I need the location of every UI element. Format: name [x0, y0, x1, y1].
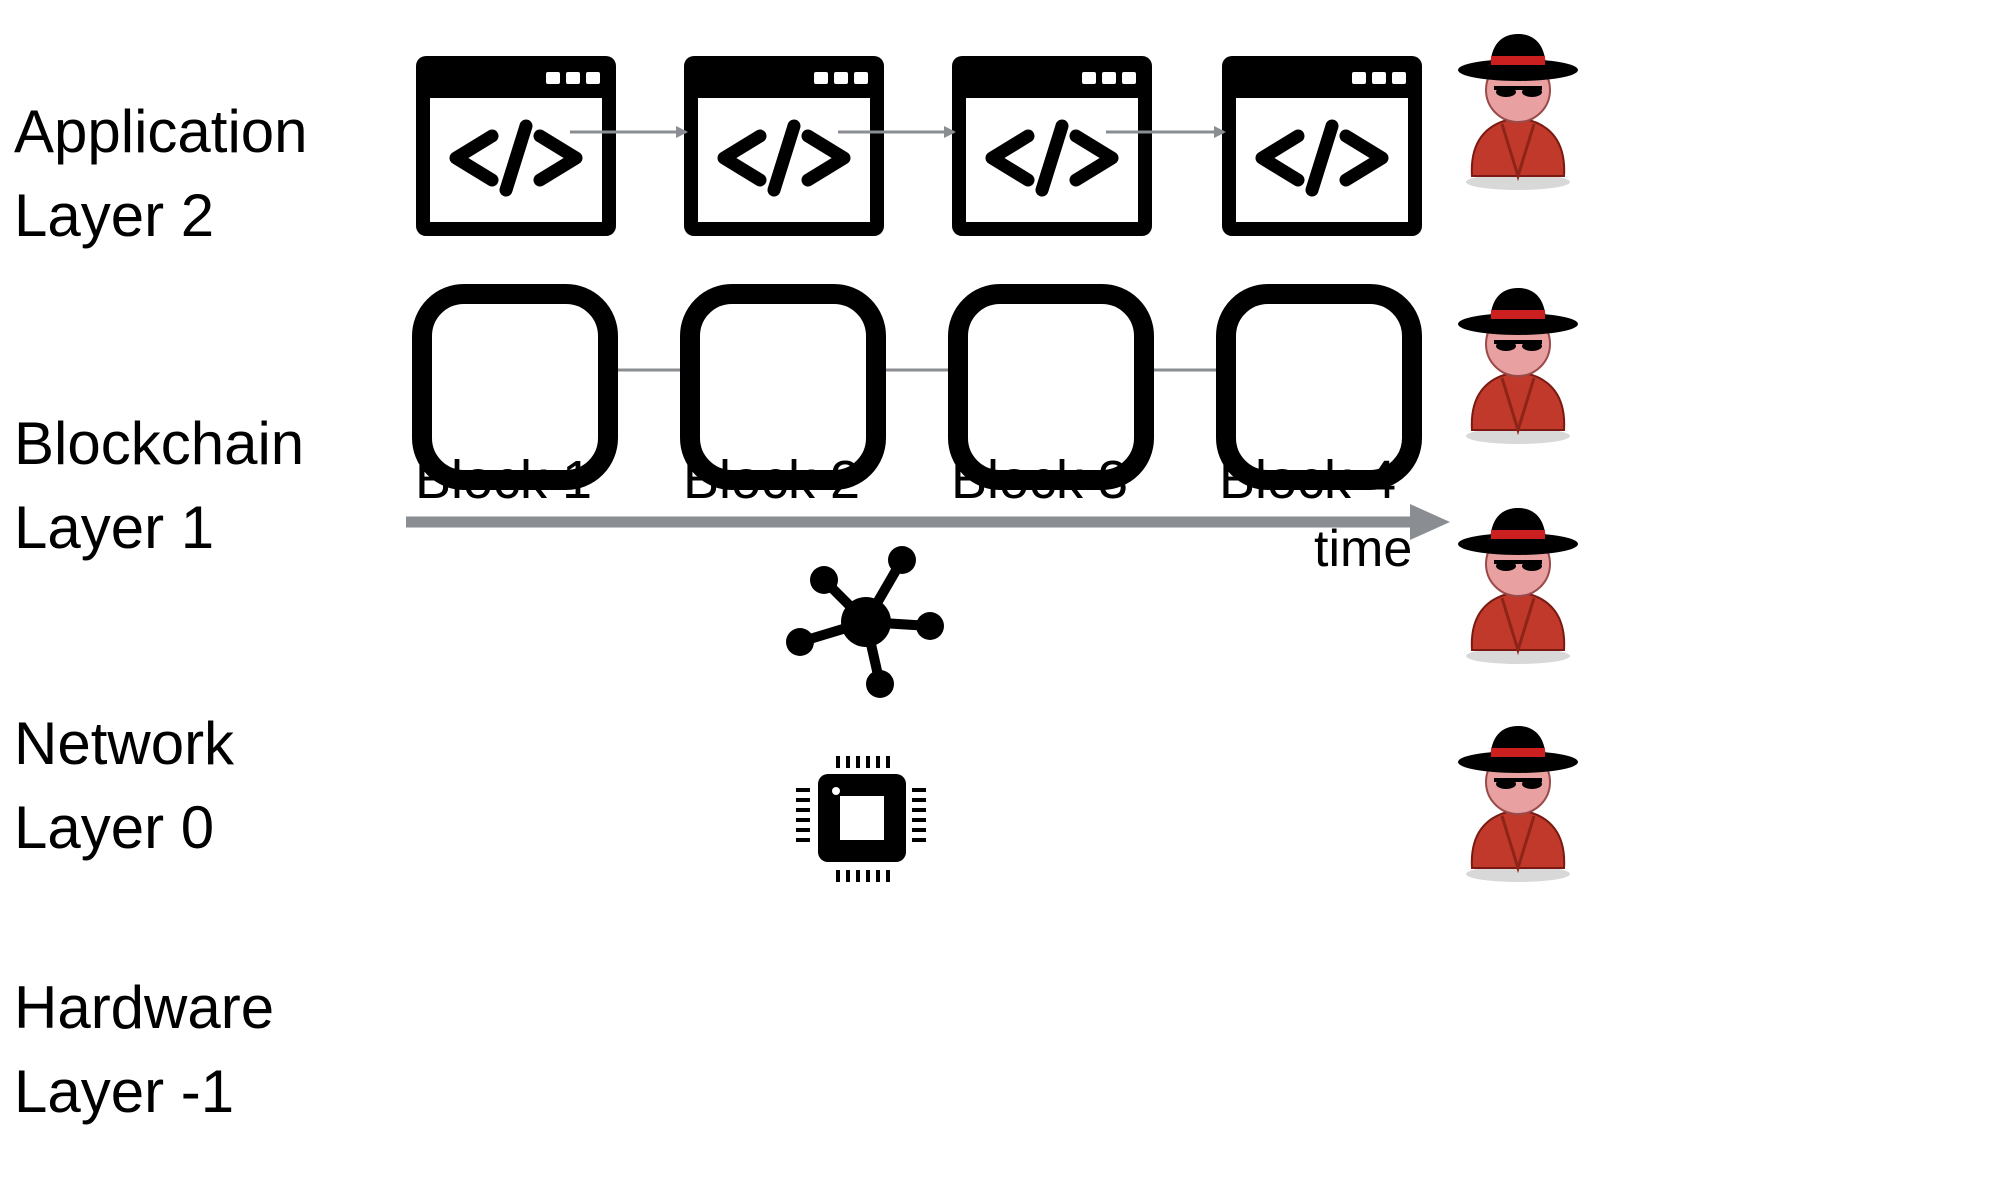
layer-label-network: Network Layer 0	[14, 702, 234, 870]
time-axis: time	[406, 504, 1450, 578]
block-label: Block 4	[1219, 450, 1396, 510]
layer-level: Layer 0	[14, 794, 215, 861]
code-window-icon	[684, 56, 884, 236]
application-chain	[416, 56, 1422, 236]
time-arrow-head	[1410, 504, 1450, 540]
code-window-icon	[952, 56, 1152, 236]
spy-icon	[1456, 32, 1580, 192]
layer-label-blockchain: Blockchain Layer 1	[14, 402, 304, 570]
cpu-chip-icon	[796, 756, 926, 882]
spy-icon	[1456, 286, 1580, 446]
layer-level: Layer 1	[14, 494, 215, 561]
block-label: Block 1	[415, 450, 592, 510]
block-label: Block 2	[683, 450, 860, 510]
layer-level: Layer 2	[14, 182, 215, 249]
layer-label-hardware: Hardware Layer -1	[14, 966, 274, 1134]
network-hub-icon	[786, 546, 944, 698]
layer-label-application: Application Layer 2	[14, 90, 308, 258]
layer-name: Application	[14, 98, 308, 165]
spy-icon	[1456, 506, 1580, 666]
layer-name: Blockchain	[14, 410, 305, 477]
spy-icon	[1456, 724, 1580, 884]
code-window-icon	[1222, 56, 1422, 236]
block-label: Block 3	[951, 450, 1128, 510]
layer-name: Network	[14, 710, 235, 777]
blockchain: Block 1 Block 2 Block 3 Block 4	[415, 294, 1412, 510]
layer-level: Layer -1	[14, 1058, 235, 1125]
time-label: time	[1314, 520, 1412, 578]
layer-name: Hardware	[14, 974, 275, 1041]
code-window-icon	[416, 56, 616, 236]
